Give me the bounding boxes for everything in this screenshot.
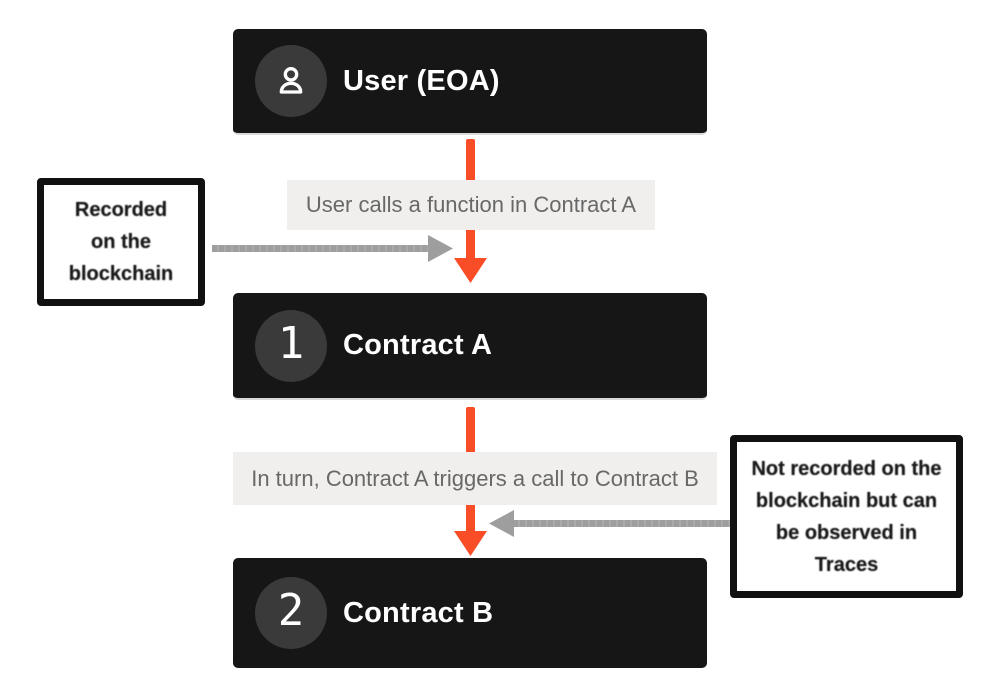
annotation-arrowhead-right — [489, 510, 514, 537]
node-title-user: User (EOA) — [343, 64, 500, 97]
user-icon — [271, 61, 311, 101]
callout-line: Not recorded on the — [751, 457, 942, 480]
node-contract-b: 2 Contract B — [233, 558, 707, 668]
callout-recorded-on-blockchain: Recorded on the blockchain — [37, 178, 205, 306]
annotation-arrow-right-shaft — [513, 520, 730, 527]
step-2-badge: 2 — [255, 577, 327, 649]
node-title-contract-a: Contract A — [343, 329, 493, 361]
step-1-badge: 1 — [255, 309, 327, 382]
callout-line: be observed in — [775, 521, 918, 544]
callout-not-recorded-traces: Not recorded on the blockchain but can b… — [730, 435, 963, 598]
annotation-arrow-left-shaft — [212, 245, 429, 252]
flow-arrowhead-contract-a-to-contract-b — [454, 531, 487, 556]
callout-line: blockchain — [68, 263, 174, 285]
edge-label-contract-call: In turn, Contract A triggers a call to C… — [233, 452, 717, 505]
step-2-number: 2 — [277, 585, 305, 636]
step-1-number: 1 — [277, 317, 305, 369]
callout-line: Recorded — [74, 199, 168, 221]
annotation-arrowhead-left — [428, 235, 453, 262]
callout-line: blockchain but can — [755, 489, 938, 512]
node-user-eoa: User (EOA) — [233, 29, 707, 135]
flow-arrowhead-user-to-contract-a — [454, 258, 487, 283]
node-title-contract-b: Contract B — [343, 596, 494, 629]
callout-line: Traces — [814, 553, 879, 576]
node-contract-a: 1 Contract A — [233, 293, 707, 400]
edge-label-user-call: User calls a function in Contract A — [287, 180, 655, 230]
callout-line: on the — [91, 231, 151, 253]
user-badge — [255, 45, 327, 117]
